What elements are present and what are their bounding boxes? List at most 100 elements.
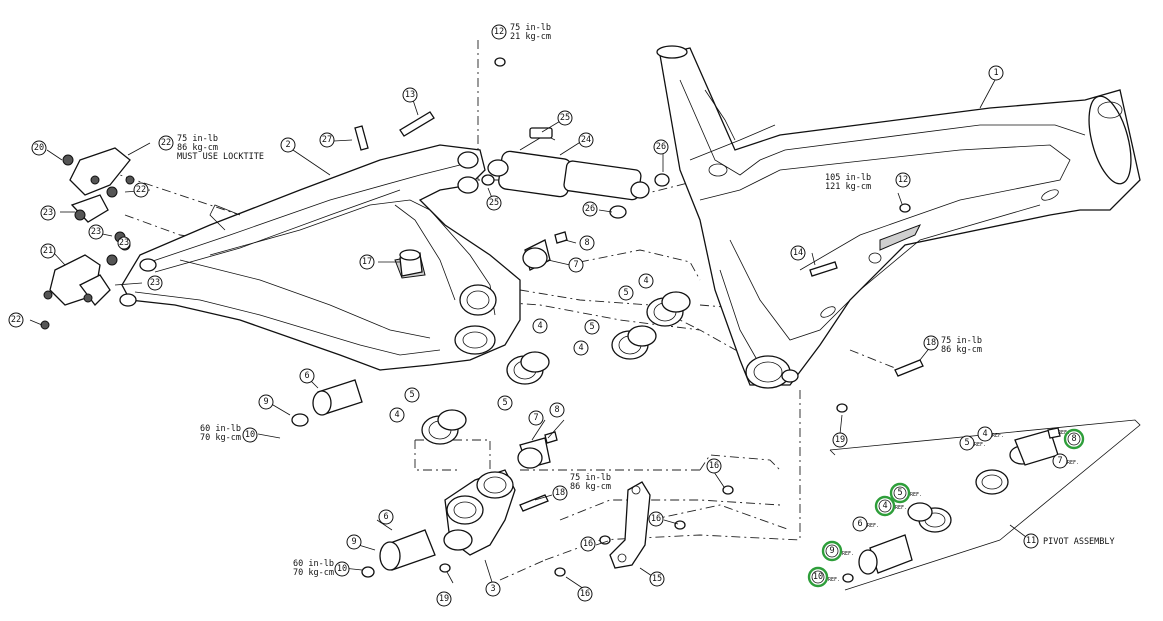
callout-18-b-num: 18 [555, 488, 565, 498]
callout-19-a-num: 19 [835, 435, 845, 445]
callout-4-c-num: 4 [537, 321, 542, 331]
callout-3: 3 [485, 581, 501, 597]
callout-10-a-num: 10 [245, 430, 255, 440]
callout-2: 2 [280, 137, 296, 153]
callout-7-a: 7 [568, 257, 584, 273]
callout-20-num: 20 [34, 143, 44, 153]
callout-26-a-num: 26 [656, 142, 666, 152]
callout-9-c-num: 9 [829, 546, 834, 556]
callout-25-b-num: 25 [489, 198, 499, 208]
callout-6-b: 6 [378, 509, 394, 525]
callout-5-f: 5 [889, 482, 911, 504]
callout-23-c: 23 [147, 275, 163, 291]
callout-23-d: 23 [117, 236, 131, 250]
torque-top-line2: 21 kg-cm [510, 32, 551, 42]
callout-16-d: 16 [577, 586, 593, 602]
callout-21: 21 [40, 243, 56, 259]
torque-front-line1: 105 in-lb [825, 173, 871, 183]
torque-mid-line1: 75 in-lb [570, 473, 611, 483]
callout-8-a: 8 [579, 235, 595, 251]
callout-21-num: 21 [43, 246, 53, 256]
callout-16-b: 16 [648, 511, 664, 527]
callout-5-c: 5 [497, 395, 513, 411]
callout-7-c-num: 7 [1057, 456, 1062, 466]
callout-4-c: 4 [532, 318, 548, 334]
ref-mark-10: REF. [828, 577, 840, 583]
callout-6-a-num: 6 [304, 371, 309, 381]
torque-dropout-line1: 75 in-lb [177, 134, 218, 144]
ref-mark-8: REF. [1058, 430, 1070, 436]
callout-9-a-num: 9 [263, 397, 268, 407]
torque-lower-pivot-line2: 70 kg-cm [293, 568, 334, 578]
callout-12-b-num: 12 [898, 175, 908, 185]
callout-23-b-num: 23 [91, 227, 101, 237]
callout-7-b: 7 [528, 410, 544, 426]
callout-4-f: 4 [874, 495, 896, 517]
dropout-hardware [40, 147, 135, 330]
torque-upper-pivot-line1: 60 in-lb [200, 424, 241, 434]
callout-13: 13 [402, 87, 418, 103]
callout-26-a: 26 [653, 139, 669, 155]
callout-26-b: 26 [582, 201, 598, 217]
torque-front-line2: 121 kg-cm [825, 182, 871, 192]
torque-notes: 75 in-lb 21 kg-cm 75 in-lb 86 kg-cm MUST… [177, 23, 982, 578]
callout-12-a: 12 [491, 24, 507, 40]
torque-lower-pivot-line1: 60 in-lb [293, 559, 334, 569]
callout-8-a-num: 8 [584, 238, 589, 248]
callout-19-b-num: 19 [439, 594, 449, 604]
callout-27: 27 [319, 132, 335, 148]
callout-19-a: 19 [832, 432, 848, 448]
torque-upper-pivot-line2: 70 kg-cm [200, 433, 241, 443]
pivot-assembly-label: PIVOT ASSEMBLY [1043, 537, 1115, 547]
ref-mark-4: REF. [992, 433, 1004, 439]
callout-5-d-num: 5 [409, 390, 414, 400]
callout-4-b-num: 4 [578, 343, 583, 353]
callout-2-num: 2 [285, 140, 290, 150]
ref-mark-9: REF. [842, 551, 854, 557]
callout-7-c: 7 [1052, 453, 1068, 469]
torque-dropout-line3: MUST USE LOCKTITE [177, 152, 264, 162]
callout-17: 17 [359, 254, 375, 270]
callout-18-a: 18 [923, 335, 939, 351]
torque-dropout-line2: 86 kg-cm [177, 143, 218, 153]
callout-9-b-num: 9 [351, 537, 356, 547]
callout-6-c-num: 6 [857, 519, 862, 529]
callout-22-c-num: 22 [11, 315, 21, 325]
callout-8-c: 8 [1063, 428, 1085, 450]
ref-mark-4b: REF. [895, 505, 907, 511]
front-triangle-frame [656, 45, 1141, 389]
rear-shock [487, 127, 650, 201]
torque-bb-line2: 86 kg-cm [941, 345, 982, 355]
callout-4-b: 4 [573, 340, 589, 356]
callout-14: 14 [790, 245, 806, 261]
callout-23-d-num: 23 [119, 238, 129, 248]
callout-6-a: 6 [299, 368, 315, 384]
callout-12-b: 12 [895, 172, 911, 188]
bearing-stacks [291, 57, 924, 578]
callout-4-d-num: 4 [394, 410, 399, 420]
callout-22-b-num: 22 [136, 185, 146, 195]
callout-6-c: 6 [852, 516, 868, 532]
callout-24-num: 24 [581, 135, 591, 145]
callout-3-num: 3 [490, 584, 495, 594]
callout-16-c: 16 [580, 536, 596, 552]
callout-4-a-num: 4 [643, 276, 648, 286]
callout-19-b: 19 [436, 591, 452, 607]
callout-5-b: 5 [584, 319, 600, 335]
callout-11: 11 [1023, 533, 1039, 549]
callout-10-c: 10 [807, 566, 829, 588]
torque-bb-line1: 75 in-lb [941, 336, 982, 346]
callout-5-e-num: 5 [964, 438, 969, 448]
callout-4-d: 4 [389, 407, 405, 423]
callout-24: 24 [578, 132, 594, 148]
callout-5-c-num: 5 [502, 398, 507, 408]
torque-top-line1: 75 in-lb [510, 23, 551, 33]
callout-4-e-num: 4 [982, 429, 987, 439]
callouts: 1 2 3 4 4 4 4 4 4 5 5 5 5 5 5 6 6 6 7 7 … [8, 24, 1085, 607]
callout-5-b-num: 5 [589, 322, 594, 332]
callout-7-b-num: 7 [533, 413, 538, 423]
callout-9-c: 9 [821, 540, 843, 562]
callout-16-d-num: 16 [580, 589, 590, 599]
ref-marks: REF. REF. REF. REF. REF. REF. REF. REF. … [828, 430, 1079, 583]
